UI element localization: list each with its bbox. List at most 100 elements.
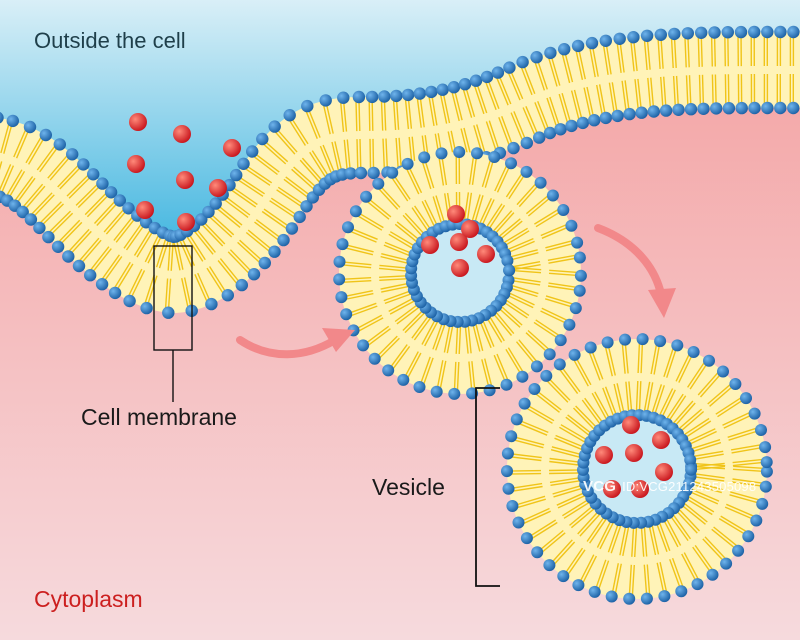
lipid-tail [657, 388, 674, 420]
lipid-tail [589, 514, 610, 544]
lipid-head [601, 336, 614, 349]
lipid-head [354, 166, 368, 180]
lipid-head [500, 378, 513, 391]
lipid-head [675, 585, 688, 598]
lipid-head [647, 105, 660, 118]
cargo-particle [477, 245, 495, 263]
lipid-head [365, 90, 379, 104]
lipid-tail [610, 520, 623, 554]
lipid-tail [690, 472, 725, 479]
lipid-tail [498, 117, 512, 150]
lipid-tail [647, 77, 652, 112]
lipid-tail [587, 348, 601, 381]
lipid-tail [271, 128, 296, 155]
lipid-tail [522, 405, 553, 424]
lipid-tail [368, 96, 371, 131]
cargo-particle [177, 213, 195, 231]
lipid-tail [421, 357, 434, 389]
lipid-tail [519, 510, 551, 526]
lipid-tail [456, 361, 460, 395]
lipid-head [230, 168, 243, 182]
lipid-head [787, 25, 800, 39]
lipid-head [503, 264, 516, 277]
lipid-head [735, 101, 748, 115]
lipid-tail [643, 522, 648, 557]
lipid-head [717, 365, 729, 378]
lipid-head [95, 278, 109, 291]
lipid-head [684, 103, 698, 116]
lipid-head [122, 202, 135, 215]
lipid-tail [505, 169, 525, 198]
lipid-tail [534, 102, 548, 135]
lipid-head [530, 51, 543, 64]
lipid-head [750, 514, 763, 527]
lipid-head [501, 447, 514, 460]
lipid-head [104, 186, 118, 199]
lipid-tail [643, 36, 648, 71]
lipid-tail [299, 159, 324, 187]
lipid-tail [670, 510, 692, 540]
lipid-tail [47, 151, 71, 179]
lipid-tail [546, 53, 558, 87]
lipid-tail [191, 227, 214, 255]
cargo-particle [631, 480, 649, 498]
lipid-tail [545, 239, 577, 249]
lipid-tail [563, 499, 594, 519]
lipid-tail [549, 460, 584, 467]
lipid-head [357, 339, 370, 352]
lipid-head [0, 112, 4, 124]
lipid-tail [458, 322, 462, 355]
lipid-tail [733, 465, 768, 470]
lipid-head [268, 245, 281, 258]
lipid-tail [660, 76, 664, 111]
lipid-head [544, 46, 557, 60]
lipid-head [42, 230, 55, 244]
lipid-head [543, 348, 556, 361]
lipid-tail [420, 158, 432, 190]
lipid-head [584, 341, 597, 354]
lipid-head [113, 194, 127, 207]
lipid-tail [396, 304, 423, 325]
lipid-tail [550, 479, 585, 486]
lipid-tail [689, 450, 724, 458]
lipid-tail [206, 213, 233, 238]
lipid-tail [411, 207, 431, 235]
lipid-tail [613, 383, 623, 418]
lipid-tail [382, 138, 386, 173]
lipid-tail [602, 387, 616, 420]
lipid-head [488, 151, 501, 163]
lipid-head [571, 236, 584, 249]
cargo-particle [622, 416, 640, 434]
lipid-head [565, 119, 578, 133]
lipid-tail [507, 347, 526, 376]
lipid-head [635, 106, 648, 119]
curved-arrow-icon [594, 224, 664, 294]
lipid-tail [509, 266, 542, 271]
lipid-tail [183, 232, 204, 262]
lipid-head [386, 166, 399, 179]
lipid-tail [494, 73, 509, 106]
lipid-head [506, 500, 519, 512]
lipid-head [367, 166, 380, 180]
lipid-head [554, 123, 567, 136]
lipid-head [572, 579, 585, 592]
lipid-head [742, 530, 755, 543]
lipid-head [430, 385, 443, 398]
lipid-tail [685, 75, 689, 110]
lipid-tail [470, 194, 481, 226]
lipid-tail [621, 80, 628, 115]
lipid-tail [111, 261, 131, 292]
lipid-tail [669, 400, 694, 427]
lipid-head [520, 136, 533, 150]
lipid-head [585, 36, 599, 50]
lipid-head [401, 88, 415, 102]
lipid-tail [494, 161, 509, 192]
lipid-tail [438, 360, 447, 393]
lipid-tail [527, 329, 553, 353]
lipid-tail [565, 416, 594, 439]
lipid-head [565, 219, 578, 232]
lipid-tail [497, 303, 523, 326]
lipid-head [39, 128, 52, 142]
lipid-tail [355, 97, 358, 132]
